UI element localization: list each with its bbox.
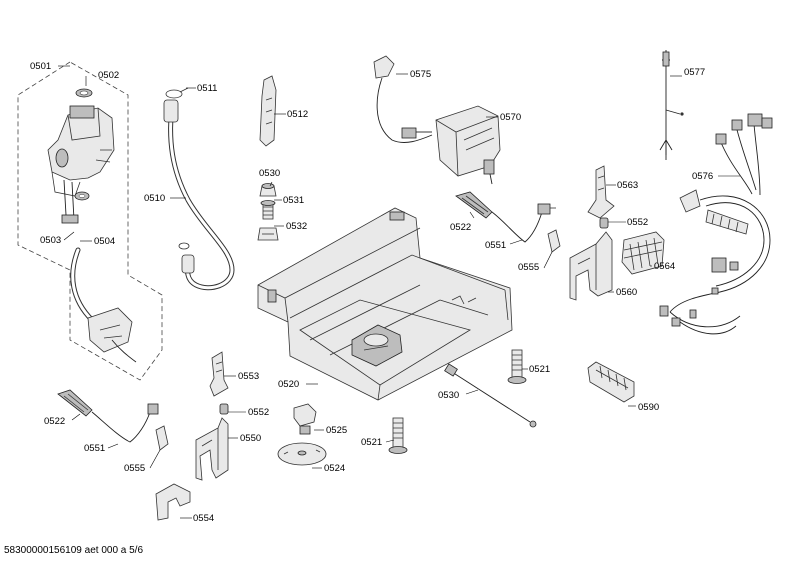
label-0550[interactable]: 0550 — [240, 433, 261, 444]
part-0511-clamp[interactable] — [165, 87, 189, 99]
label-0501[interactable]: 0501 — [30, 61, 51, 72]
label-0521-left[interactable]: 0521 — [361, 437, 382, 448]
part-0522-strip-upper[interactable] — [455, 191, 493, 219]
label-0555-lower[interactable]: 0555 — [124, 463, 145, 474]
part-labels: 0501 0502 0503 0504 0510 0511 0512 0530 … — [30, 61, 713, 524]
part-0521-foot-left[interactable] — [388, 417, 408, 454]
label-0510[interactable]: 0510 — [144, 193, 165, 204]
label-0564[interactable]: 0564 — [654, 261, 675, 272]
label-0560[interactable]: 0560 — [616, 287, 637, 298]
label-0554[interactable]: 0554 — [193, 513, 214, 524]
part-0590-rail[interactable] — [587, 361, 635, 403]
label-0502[interactable]: 0502 — [98, 70, 119, 81]
part-0560-bracket[interactable] — [569, 231, 613, 301]
label-0575[interactable]: 0575 — [410, 69, 431, 80]
part-0531-screw[interactable] — [260, 200, 276, 220]
part-0530-cap[interactable] — [259, 183, 277, 197]
part-0564-grid-cover[interactable] — [621, 231, 665, 275]
part-0563-bracket[interactable] — [587, 165, 615, 219]
part-0503-ring[interactable] — [74, 191, 90, 201]
label-0553[interactable]: 0553 — [238, 371, 259, 382]
label-0524[interactable]: 0524 — [324, 463, 345, 474]
label-0530-upper[interactable]: 0530 — [259, 168, 280, 179]
group-0501-boundary — [17, 61, 163, 381]
part-0577-wire[interactable] — [659, 50, 684, 160]
label-0503[interactable]: 0503 — [40, 235, 61, 246]
label-0590[interactable]: 0590 — [638, 402, 659, 413]
label-0512[interactable]: 0512 — [287, 109, 308, 120]
part-0575-power-cord[interactable] — [373, 55, 433, 143]
part-0522-strip-lower[interactable] — [57, 389, 93, 417]
label-0552-upper[interactable]: 0552 — [627, 217, 648, 228]
label-0522-lower[interactable]: 0522 — [44, 416, 65, 427]
part-0501-inlet-valve[interactable] — [47, 105, 115, 197]
part-0504-hose[interactable] — [70, 247, 137, 363]
part-0555-clip-lower[interactable] — [155, 425, 169, 451]
label-0563[interactable]: 0563 — [617, 180, 638, 191]
part-0512-bracket[interactable] — [259, 75, 277, 147]
label-0570[interactable]: 0570 — [500, 112, 521, 123]
part-0502-ring[interactable] — [75, 88, 93, 98]
part-0554-bracket[interactable] — [155, 483, 191, 521]
tub-pump-mount — [351, 324, 403, 367]
label-0531[interactable]: 0531 — [283, 195, 304, 206]
part-0521-foot-right[interactable] — [507, 349, 527, 384]
leader-lines — [58, 65, 740, 519]
label-0511[interactable]: 0511 — [197, 83, 217, 94]
valve-wires — [63, 179, 75, 221]
part-0552-screw-lower[interactable] — [219, 403, 229, 415]
part-0570-electronic-module[interactable] — [435, 105, 501, 185]
part-0555-clip-upper[interactable] — [547, 229, 561, 253]
part-0553-bracket[interactable] — [209, 351, 229, 397]
part-0551-sensor-lower[interactable] — [91, 403, 159, 443]
part-0520-base-tub[interactable] — [257, 207, 513, 401]
label-0530-lower[interactable]: 0530 — [438, 390, 459, 401]
label-0551-lower[interactable]: 0551 — [84, 443, 105, 454]
label-0525[interactable]: 0525 — [326, 425, 347, 436]
part-0551-sensor-upper[interactable] — [491, 203, 556, 243]
part-0525-block[interactable] — [293, 403, 317, 435]
label-0552-lower[interactable]: 0552 — [248, 407, 269, 418]
label-0551-upper[interactable]: 0551 — [485, 240, 506, 251]
label-0520[interactable]: 0520 — [278, 379, 299, 390]
part-0524-disc[interactable] — [277, 442, 327, 466]
label-0521-right[interactable]: 0521 — [529, 364, 550, 375]
label-0532[interactable]: 0532 — [286, 221, 307, 232]
part-0552-screw-upper[interactable] — [599, 217, 609, 229]
part-0550-bracket[interactable] — [195, 417, 229, 481]
part-0532-nut[interactable] — [257, 227, 279, 241]
part-0530-cable[interactable] — [444, 363, 537, 428]
label-0504[interactable]: 0504 — [94, 236, 115, 247]
label-0555-upper[interactable]: 0555 — [518, 262, 539, 273]
part-0510-drain-hose[interactable] — [163, 99, 235, 291]
footer-document-code: 58300000156109 aet 000 a 5/6 — [4, 545, 143, 556]
valve-connector — [61, 214, 79, 224]
part-0576-cable-harness[interactable] — [659, 113, 773, 335]
label-0576[interactable]: 0576 — [692, 171, 713, 182]
label-0577[interactable]: 0577 — [684, 67, 705, 78]
label-0522-upper[interactable]: 0522 — [450, 222, 471, 233]
